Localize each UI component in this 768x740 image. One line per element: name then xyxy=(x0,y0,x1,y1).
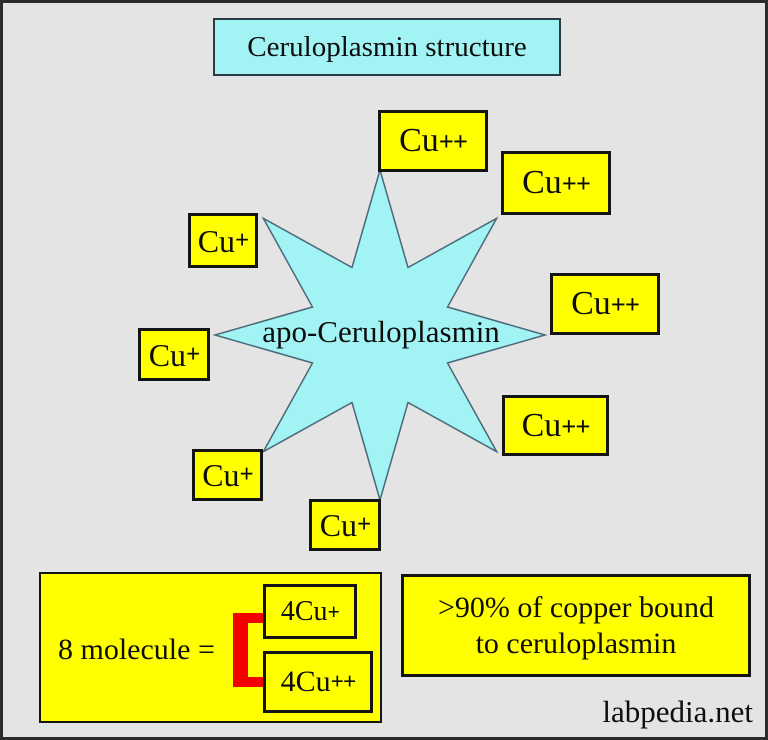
cu-symbol: Cu xyxy=(148,336,187,373)
cu-group-symbol: 4Cu xyxy=(280,595,328,627)
cu-ion-box-lower-right: Cu++ xyxy=(502,395,609,456)
note-line-2: to ceruloplasmin xyxy=(475,626,677,660)
cu-ion-box-bottom: Cu+ xyxy=(309,499,381,551)
cu-symbol: Cu xyxy=(571,285,611,322)
cu-plus-group-box: 4Cu+ xyxy=(263,584,357,639)
page-title: Ceruloplasmin structure xyxy=(247,30,527,63)
watermark-labpedia: labpedia.net xyxy=(602,694,753,729)
cu-ion-box-upper-left: Cu+ xyxy=(188,213,258,268)
cu-ion-box-upper-right: Cu++ xyxy=(501,151,611,215)
title-box: Ceruloplasmin structure xyxy=(213,18,561,76)
cu-ion-box-lower-left: Cu+ xyxy=(192,449,263,501)
star-label: apo-Ceruloplasmin xyxy=(262,314,500,349)
copper-bound-note-box: >90% of copper bound to ceruloplasmin xyxy=(401,574,751,677)
cu-symbol: Cu xyxy=(522,164,562,201)
cu-symbol: Cu xyxy=(521,406,562,444)
cu-symbol: Cu xyxy=(197,222,236,259)
cu-ion-box-top: Cu++ xyxy=(378,110,488,172)
cu-group-symbol: 4Cu xyxy=(280,665,331,698)
molecule-count-label: 8 molecule = xyxy=(58,633,215,666)
cu-ion-box-right: Cu++ xyxy=(550,273,660,335)
note-line-1: >90% of copper bound xyxy=(437,591,715,625)
cu-symbol: Cu xyxy=(202,457,240,493)
cu-symbol: Cu xyxy=(399,122,439,159)
cu-ion-box-left: Cu+ xyxy=(138,328,210,381)
cu-plusplus-group-box: 4Cu++ xyxy=(263,651,373,713)
molecule-summary-box: 8 molecule = 4Cu+ 4Cu++ xyxy=(39,572,382,723)
red-bracket xyxy=(233,613,269,687)
cu-symbol: Cu xyxy=(319,507,358,543)
